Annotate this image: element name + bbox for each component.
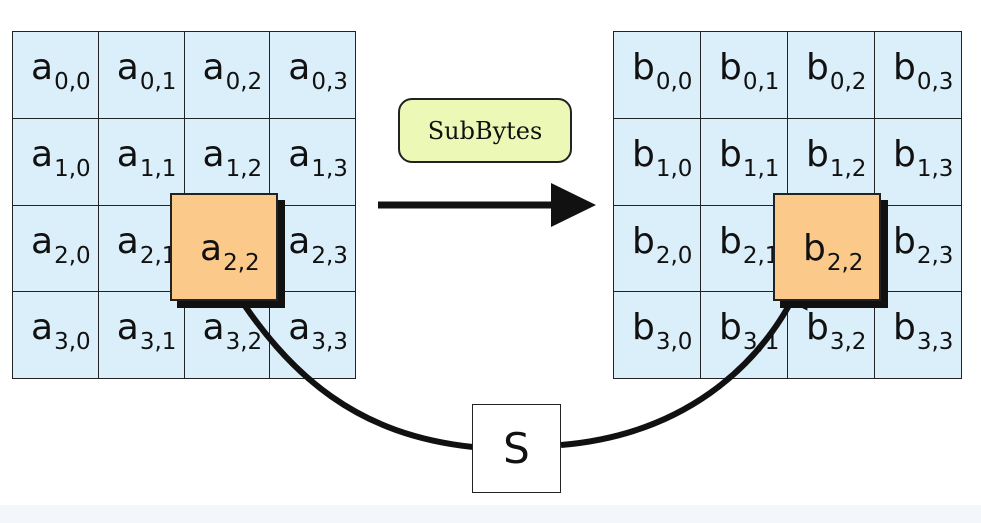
output-cell-3-2: b3,2: [788, 292, 875, 379]
input-cell-3-0: a3,0: [13, 292, 99, 379]
output-cell-label: b2,0: [632, 220, 693, 269]
output-cell-label: b3,1: [719, 307, 780, 356]
output-cell-2-3: b2,3: [875, 205, 962, 293]
output-cell-label: b1,1: [719, 133, 780, 182]
input-cell-0-3: a0,3: [270, 32, 356, 119]
input-cell-0-2: a0,2: [184, 32, 271, 119]
input-highlighted-cell: a2,2: [170, 193, 278, 301]
output-cell-label: b0,1: [719, 47, 780, 96]
output-cell-3-1: b3,1: [701, 292, 788, 379]
output-cell-label: b0,3: [893, 47, 954, 96]
input-cell-label: a1,1: [116, 133, 177, 182]
output-highlighted-cell: b2,2: [773, 193, 881, 301]
output-cell-3-0: b3,0: [614, 292, 701, 379]
output-cell-label: b1,3: [893, 133, 954, 182]
input-cell-label: a2,0: [31, 220, 91, 269]
input-cell-label: a2,3: [288, 220, 348, 269]
input-cell-label: a0,0: [31, 47, 91, 96]
output-cell-0-0: b0,0: [614, 32, 701, 119]
input-cell-label: a0,1: [116, 47, 177, 96]
input-cell-label: a1,3: [288, 133, 348, 182]
output-cell-label: b3,2: [806, 307, 867, 356]
input-cell-1-2: a1,2: [184, 118, 271, 206]
output-cell-label: b2,1: [719, 220, 780, 269]
subbytes-arrow-head: [551, 183, 596, 227]
output-cell-1-3: b1,3: [875, 118, 962, 206]
input-cell-2-3: a2,3: [270, 205, 356, 293]
output-cell-label: b2,3: [893, 220, 954, 269]
input-cell-label: a1,2: [202, 133, 263, 182]
output-cell-2-0: b2,0: [614, 205, 701, 293]
input-cell-label: a3,3: [288, 307, 348, 356]
input-cell-label: a3,0: [31, 307, 91, 356]
output-cell-1-1: b1,1: [701, 118, 788, 206]
input-cell-1-3: a1,3: [270, 118, 356, 206]
output-cell-label: b0,2: [806, 47, 867, 96]
input-cell-label: a2,1: [116, 220, 177, 269]
output-cell-label: b0,0: [632, 47, 693, 96]
output-cell-1-2: b1,2: [788, 118, 875, 206]
input-cell-3-3: a3,3: [270, 292, 356, 379]
input-cell-label: a3,2: [202, 307, 263, 356]
input-cell-0-1: a0,1: [98, 32, 185, 119]
output-cell-label: b3,3: [893, 307, 954, 356]
output-cell-3-3: b3,3: [875, 292, 962, 379]
input-cell-1-1: a1,1: [98, 118, 185, 206]
output-cell-1-0: b1,0: [614, 118, 701, 206]
input-cell-label: a0,2: [202, 47, 263, 96]
input-cell-label: a3,1: [116, 307, 177, 356]
subbytes-label: SubBytes: [398, 98, 572, 163]
output-cell-label: b3,0: [632, 307, 693, 356]
output-cell-label: b1,2: [806, 133, 867, 182]
input-cell-2-0: a2,0: [13, 205, 99, 293]
output-cell-0-3: b0,3: [875, 32, 962, 119]
bottom-strip: [0, 505, 981, 523]
input-cell-0-0: a0,0: [13, 32, 99, 119]
input-cell-1-0: a1,0: [13, 118, 99, 206]
input-cell-3-1: a3,1: [98, 292, 185, 379]
output-cell-label: b1,0: [632, 133, 693, 182]
input-cell-label: a1,0: [31, 133, 91, 182]
output-cell-0-2: b0,2: [788, 32, 875, 119]
output-cell-0-1: b0,1: [701, 32, 788, 119]
sbox-box: S: [472, 404, 561, 493]
input-cell-3-2: a3,2: [184, 292, 271, 379]
input-cell-label: a0,3: [288, 47, 348, 96]
